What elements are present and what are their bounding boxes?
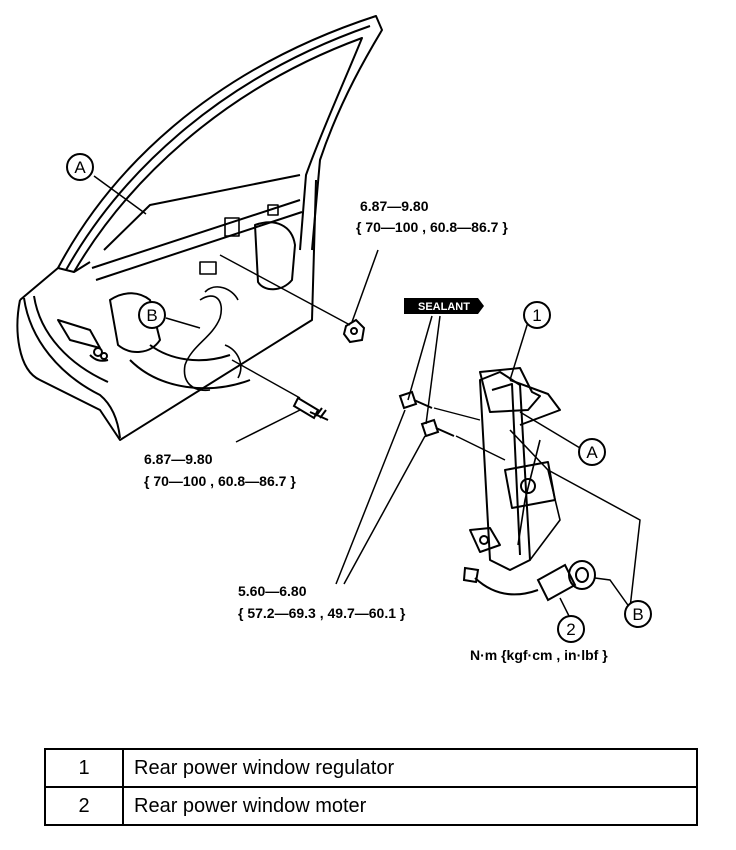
sealant-label: SEALANT [418,301,470,313]
regulator-bolts [398,390,455,438]
units-label: N·m {kgf·cm , in·lbf } [470,647,608,663]
leader-lines [93,175,641,619]
door-bolt [292,396,329,421]
door-nut [342,318,366,344]
torque-spec-lower-line1: 6.87—9.80 [144,451,213,467]
sealant-tag: SEALANT [404,298,484,314]
part-number: 2 [44,786,124,826]
svg-text:A: A [74,158,86,177]
callout-2: 2 [557,615,585,643]
torque-spec-upper-line1: 6.87—9.80 [360,198,429,214]
svg-text:2: 2 [566,620,575,639]
callout-b-door: B [138,301,166,329]
alignment-lines [433,407,506,461]
exploded-view-diagram: SEALANT A B 1 [16,15,652,663]
svg-text:B: B [146,306,157,325]
svg-text:A: A [586,443,598,462]
svg-text:B: B [632,605,643,624]
window-motor-drawing [462,560,596,602]
part-name: Rear power window regulator [122,748,698,788]
callout-a-regulator: A [578,438,606,466]
rear-door-drawing [16,15,383,441]
part-name: Rear power window moter [122,786,698,826]
window-regulator-drawing [469,367,561,571]
torque-spec-lower-line2: { 70—100 , 60.8—86.7 } [144,473,296,489]
svg-text:1: 1 [532,306,541,325]
callout-1: 1 [523,301,551,329]
torque-spec-regulator-line2: { 57.2—69.3 , 49.7—60.1 } [238,605,406,621]
table-row: 1 Rear power window regulator [44,748,698,788]
torque-spec-upper-line2: { 70—100 , 60.8—86.7 } [356,219,508,235]
torque-spec-regulator-line1: 5.60—6.80 [238,583,307,599]
table-row: 2 Rear power window moter [44,786,698,826]
callout-b-regulator: B [624,600,652,628]
part-number: 1 [44,748,124,788]
callout-a-door: A [66,153,94,181]
parts-table: 1 Rear power window regulator 2 Rear pow… [44,748,698,826]
